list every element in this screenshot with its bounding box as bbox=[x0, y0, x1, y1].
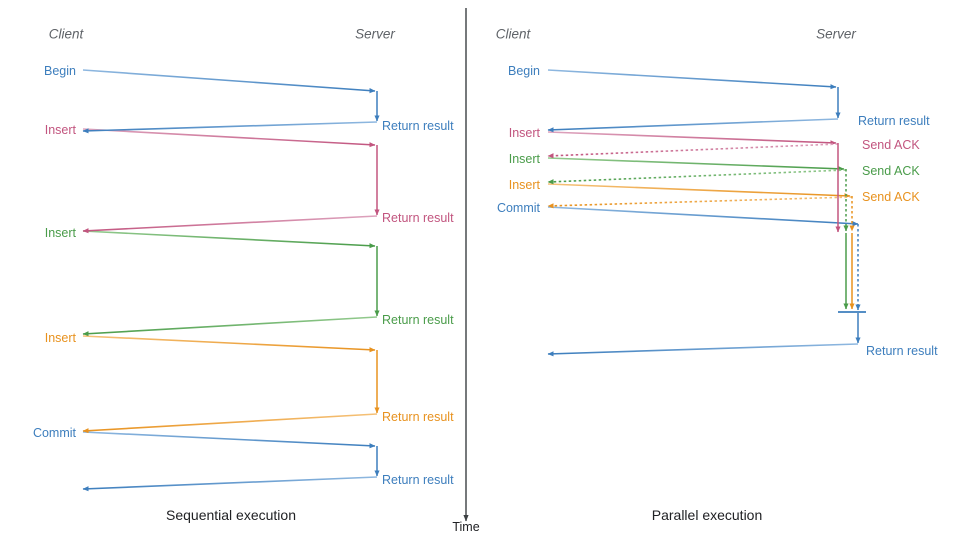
left-request-req-insert2 bbox=[82, 230, 376, 249]
left-response-resp-insert3 bbox=[82, 413, 378, 434]
right-message-label-ret2: Return result bbox=[866, 343, 938, 358]
left-message-label-commit: Commit bbox=[32, 425, 76, 440]
right-message-label-ack2: Send ACK bbox=[862, 163, 920, 178]
left-role-label-client: Client bbox=[48, 26, 84, 42]
right-request-req-insert3 bbox=[547, 183, 851, 199]
left-response-resp-commit bbox=[82, 476, 378, 492]
left-message-label-ret2: Return result bbox=[382, 210, 454, 225]
left-request-req-insert1 bbox=[82, 128, 376, 148]
right-request-req-insert1 bbox=[547, 131, 837, 146]
right-message-label-ret1: Return result bbox=[858, 113, 930, 128]
left-message-label-ret1: Return result bbox=[382, 118, 454, 133]
right-message-label-begin: Begin bbox=[508, 63, 540, 78]
right-response-resp-begin bbox=[547, 118, 839, 133]
right-message-label-insert1: Insert bbox=[508, 125, 540, 140]
right-response-resp-final bbox=[547, 343, 859, 357]
left-request-req-commit bbox=[82, 431, 376, 449]
time-axis-label: Time bbox=[452, 519, 480, 534]
right-panel-caption: Parallel execution bbox=[651, 507, 763, 523]
right-message-label-insert2: Insert bbox=[508, 151, 540, 166]
left-message-label-ret5: Return result bbox=[382, 472, 454, 487]
right-message-label-ack3: Send ACK bbox=[862, 189, 920, 204]
left-role-label-server: Server bbox=[355, 26, 395, 42]
right-request-req-commit bbox=[547, 206, 859, 227]
left-message-label-ret3: Return result bbox=[382, 312, 454, 327]
left-message-label-ret4: Return result bbox=[382, 409, 454, 424]
right-response-ack-insert3 bbox=[547, 196, 853, 209]
left-message-label-insert2: Insert bbox=[44, 225, 76, 240]
right-role-label-client: Client bbox=[495, 26, 531, 42]
left-response-resp-insert1 bbox=[82, 215, 378, 234]
right-request-req-insert2 bbox=[547, 157, 845, 172]
right-role-label-server: Server bbox=[816, 26, 856, 42]
left-response-resp-insert2 bbox=[82, 316, 378, 337]
left-message-label-insert1: Insert bbox=[44, 122, 76, 137]
right-message-label-insert3: Insert bbox=[508, 177, 540, 192]
right-response-ack-insert2 bbox=[547, 169, 847, 185]
left-panel-caption: Sequential execution bbox=[166, 507, 296, 523]
right-response-ack-insert1 bbox=[547, 143, 839, 159]
right-message-label-ack1: Send ACK bbox=[862, 137, 920, 152]
left-request-req-insert3 bbox=[82, 335, 376, 353]
left-request-req-begin bbox=[82, 69, 376, 94]
left-response-resp-begin bbox=[82, 121, 378, 134]
right-request-req-begin bbox=[547, 69, 837, 90]
left-message-label-begin: Begin bbox=[44, 63, 76, 78]
right-message-label-commit: Commit bbox=[496, 200, 540, 215]
left-message-label-insert3: Insert bbox=[44, 330, 76, 345]
